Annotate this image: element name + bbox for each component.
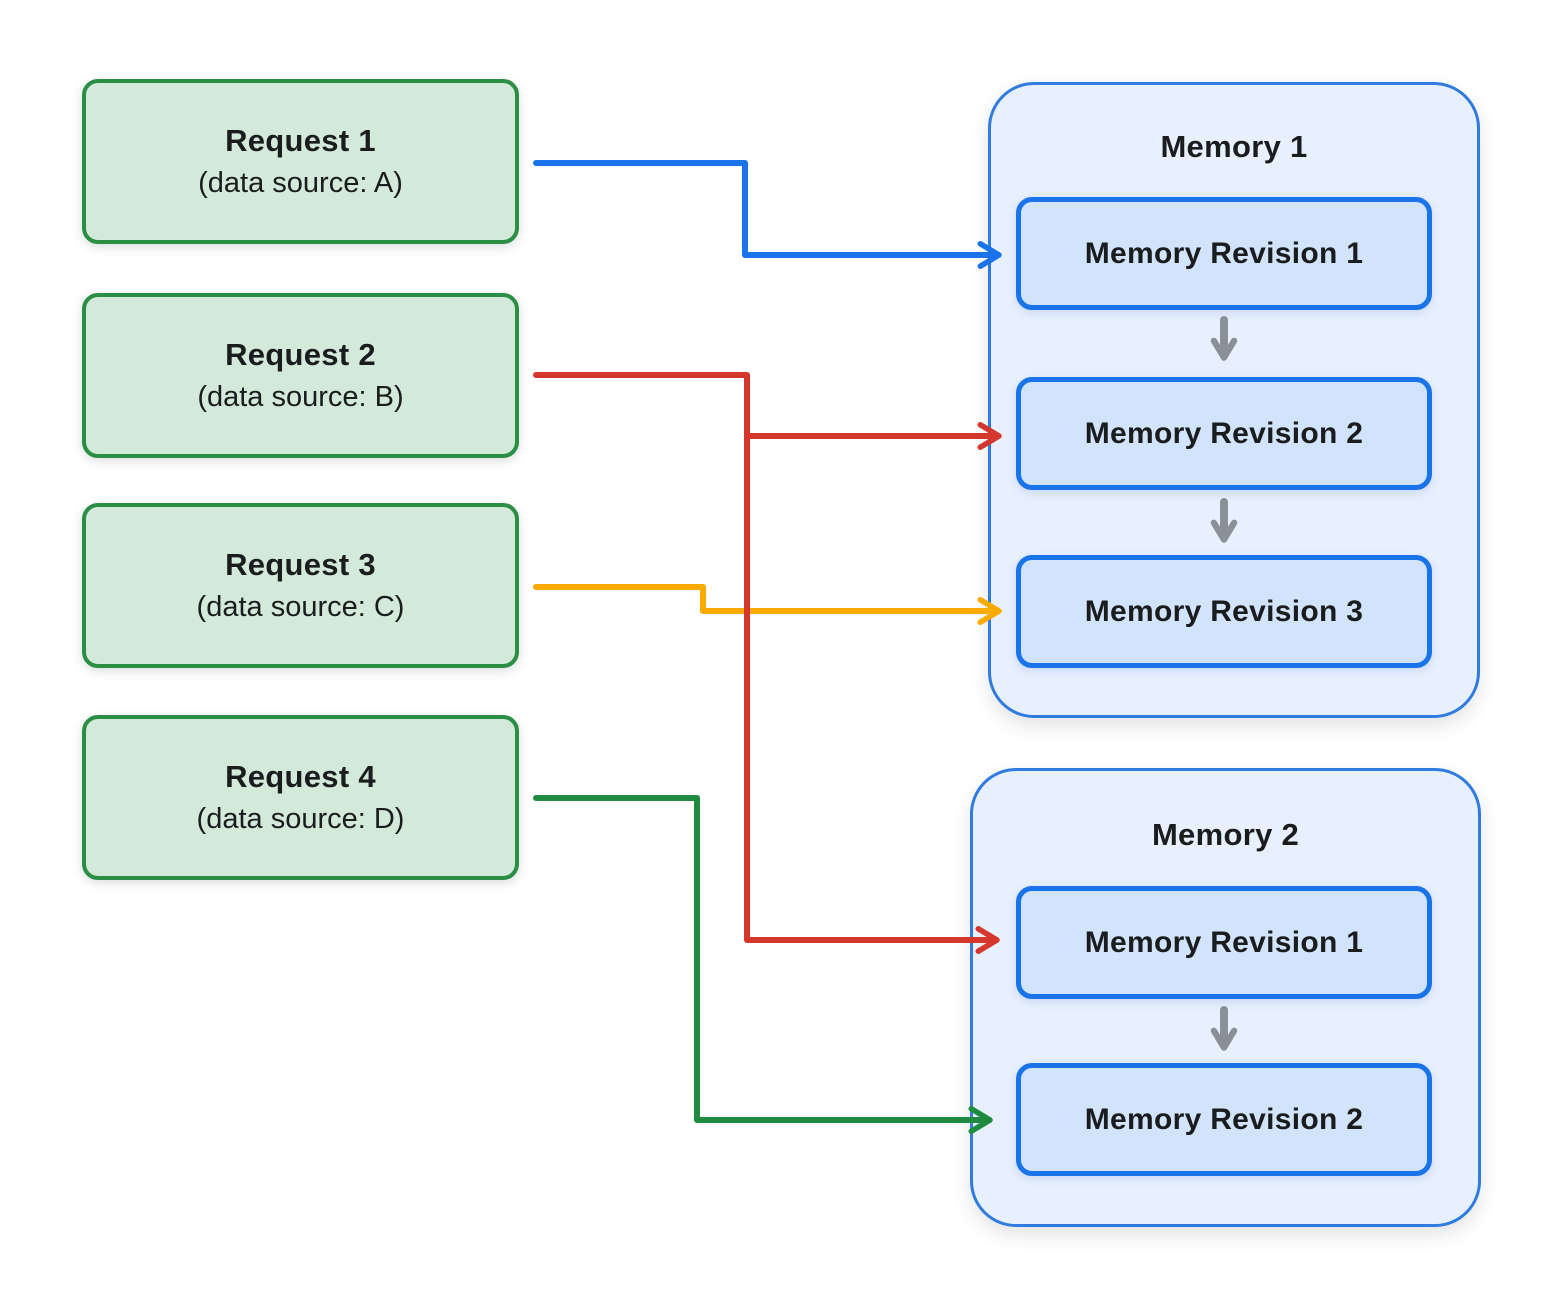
request-2-box: Request 2 (data source: B): [82, 293, 519, 458]
request-3-subtitle: (data source: C): [196, 591, 405, 623]
request-1-box: Request 1 (data source: A): [82, 79, 519, 244]
memory-1-revision-3-box: Memory Revision 3: [1016, 555, 1432, 668]
memory-2-revision-1-box: Memory Revision 1: [1016, 886, 1432, 999]
memory-2-container: Memory 2 Memory Revision 1 Memory Revisi…: [970, 768, 1481, 1227]
memory-1-title: Memory 1: [1160, 129, 1308, 164]
connector-request2-to-memory1-rev2: [533, 372, 1002, 450]
connector-request4-to-memory2-rev2: [533, 795, 993, 1134]
memory-1-container: Memory 1 Memory Revision 1 Memory Revisi…: [988, 82, 1480, 718]
memory-1-revision-2-box: Memory Revision 2: [1016, 377, 1432, 490]
connector-request2-to-memory2-rev1: [744, 433, 1000, 954]
request-4-subtitle: (data source: D): [196, 803, 405, 835]
request-2-title: Request 2: [225, 337, 376, 372]
request-2-subtitle: (data source: B): [197, 381, 404, 413]
request-1-title: Request 1: [225, 123, 376, 158]
request-4-title: Request 4: [225, 759, 376, 794]
request-4-box: Request 4 (data source: D): [82, 715, 519, 880]
connector-request3-to-memory1-rev3: [533, 584, 1002, 625]
memory-1-revision-1-box: Memory Revision 1: [1016, 197, 1432, 310]
connector-request1-to-memory1-rev1: [533, 160, 1002, 269]
request-3-title: Request 3: [225, 547, 376, 582]
request-1-subtitle: (data source: A): [198, 167, 403, 199]
memory-2-revision-2-box: Memory Revision 2: [1016, 1063, 1432, 1176]
request-3-box: Request 3 (data source: C): [82, 503, 519, 668]
memory-2-title: Memory 2: [1151, 817, 1300, 852]
